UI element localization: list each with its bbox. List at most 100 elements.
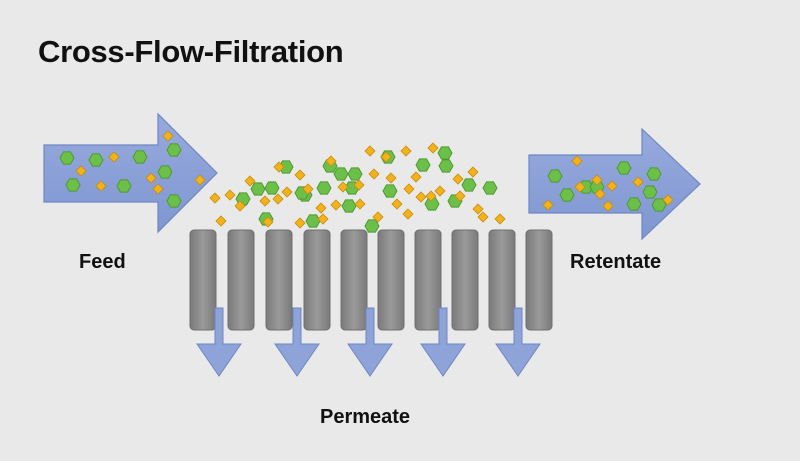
- small-particle-icon: [337, 181, 349, 193]
- small-particle-icon: [364, 145, 376, 157]
- large-particle-icon: [59, 151, 75, 165]
- small-particle-icon: [273, 161, 285, 173]
- small-particle-icon: [571, 155, 583, 167]
- small-particle-icon: [95, 180, 107, 192]
- large-particle-icon: [316, 181, 332, 195]
- permeate-arrows: [196, 307, 541, 377]
- large-particle-icon: [341, 199, 357, 213]
- small-particle-icon: [402, 208, 414, 220]
- particles: [59, 130, 674, 233]
- small-particle-icon: [281, 186, 293, 198]
- small-particle-icon: [354, 198, 366, 210]
- small-particle-icon: [400, 145, 412, 157]
- membrane-segment: [303, 229, 331, 331]
- small-particle-icon: [380, 151, 392, 163]
- small-particle-icon: [574, 181, 586, 193]
- small-particle-icon: [272, 193, 284, 205]
- large-particle-icon: [333, 167, 349, 181]
- small-particle-icon: [234, 200, 246, 212]
- small-particle-icon: [317, 213, 329, 225]
- large-particle-icon: [415, 158, 431, 172]
- feed-arrow-icon: [43, 112, 218, 234]
- membrane-segment: [340, 229, 368, 331]
- membrane-segment: [525, 229, 553, 331]
- large-particle-icon: [642, 185, 658, 199]
- large-particle-icon: [437, 146, 453, 160]
- large-particle-icon: [88, 153, 104, 167]
- membrane-segment: [377, 229, 405, 331]
- membrane: [189, 229, 553, 331]
- small-particle-icon: [262, 216, 274, 228]
- small-particle-icon: [75, 165, 87, 177]
- small-particle-icon: [145, 172, 157, 184]
- retentate-label: Retentate: [570, 251, 662, 273]
- large-particle-icon: [132, 150, 148, 164]
- small-particle-icon: [385, 172, 397, 184]
- small-particle-icon: [162, 130, 174, 142]
- large-particle-icon: [364, 219, 380, 233]
- large-particle-icon: [424, 197, 440, 211]
- membrane-segment: [414, 229, 442, 331]
- large-particle-icon: [116, 179, 132, 193]
- large-particle-icon: [616, 161, 632, 175]
- large-particle-icon: [264, 181, 280, 195]
- small-particle-icon: [434, 185, 446, 197]
- large-particle-icon: [626, 197, 642, 211]
- large-particle-icon: [305, 214, 321, 228]
- small-particle-icon: [294, 217, 306, 229]
- small-particle-icon: [427, 142, 439, 154]
- small-particle-icon: [391, 198, 403, 210]
- permeate-arrow-icon: [196, 307, 242, 377]
- small-particle-icon: [410, 171, 422, 183]
- diagram-title: Cross-Flow-Filtration: [38, 34, 344, 69]
- small-particle-icon: [108, 151, 120, 163]
- small-particle-icon: [244, 175, 256, 187]
- small-particle-icon: [315, 202, 327, 214]
- small-particle-icon: [415, 191, 427, 203]
- large-particle-icon: [482, 181, 498, 195]
- small-particle-icon: [472, 203, 484, 215]
- large-particle-icon: [166, 143, 182, 157]
- small-particle-icon: [259, 195, 271, 207]
- small-particle-icon: [325, 155, 337, 167]
- small-particle-icon: [594, 188, 606, 200]
- large-particle-icon: [646, 167, 662, 181]
- large-particle-icon: [461, 178, 477, 192]
- small-particle-icon: [602, 200, 614, 212]
- small-particle-icon: [452, 173, 464, 185]
- permeate-arrow-icon: [420, 307, 466, 377]
- small-particle-icon: [330, 199, 342, 211]
- permeate-arrow-icon: [347, 307, 393, 377]
- membrane-segment: [227, 229, 255, 331]
- small-particle-icon: [194, 174, 206, 186]
- small-particle-icon: [353, 179, 365, 191]
- large-particle-icon: [547, 169, 563, 183]
- small-particle-icon: [302, 183, 314, 195]
- small-particle-icon: [372, 211, 384, 223]
- membrane-segment: [488, 229, 516, 331]
- small-particle-icon: [632, 176, 644, 188]
- large-particle-icon: [651, 198, 667, 212]
- large-particle-icon: [250, 182, 266, 196]
- membrane-segment: [265, 229, 293, 331]
- permeate-arrow-icon: [495, 307, 541, 377]
- small-particle-icon: [454, 190, 466, 202]
- large-particle-icon: [65, 178, 81, 192]
- small-particle-icon: [662, 194, 674, 206]
- feed-label: Feed: [79, 251, 126, 273]
- small-particle-icon: [542, 199, 554, 211]
- small-particle-icon: [477, 211, 489, 223]
- small-particle-icon: [152, 183, 164, 195]
- large-particle-icon: [166, 194, 182, 208]
- permeate-arrow-icon: [274, 307, 320, 377]
- small-particle-icon: [591, 174, 603, 186]
- small-particle-icon: [224, 189, 236, 201]
- small-particle-icon: [209, 192, 221, 204]
- large-particle-icon: [382, 184, 398, 198]
- large-particle-icon: [559, 188, 575, 202]
- small-particle-icon: [425, 190, 437, 202]
- large-particle-icon: [157, 165, 173, 179]
- membrane-segment: [451, 229, 479, 331]
